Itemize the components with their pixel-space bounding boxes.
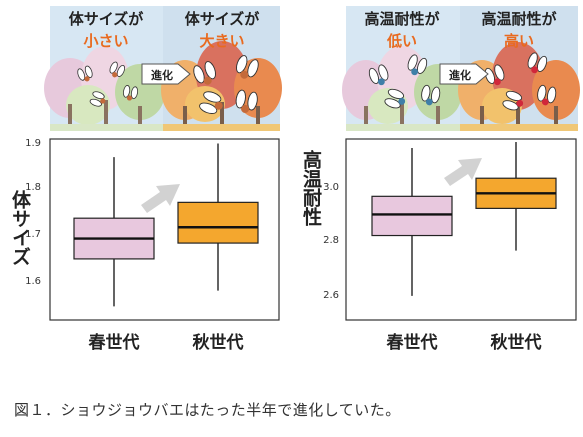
- right-ytick-label: 2.6: [323, 290, 339, 301]
- left-autumn-box: [177, 201, 259, 244]
- left-ylabel: 体サイズ: [9, 189, 31, 266]
- left-xtick-label: 秋世代: [193, 332, 244, 353]
- right-ylabel: 高温耐性: [300, 149, 322, 227]
- right-before-value: 低い: [386, 32, 417, 50]
- left-ytick-label: 1.7: [25, 229, 41, 240]
- fly-blue-icon: [407, 54, 428, 76]
- right-chart: 高温耐性 2.6 2.8 3.0 春世代 秋世代: [300, 138, 577, 353]
- left-after-value: 大きい: [199, 32, 244, 50]
- fly-small-icon: [109, 61, 126, 78]
- left-chart: 体サイズ 1.6 1.7 1.8 1.9 春世代 秋世代: [9, 138, 280, 353]
- fly-large-icon: [235, 89, 258, 113]
- left-box-autumn: [177, 143, 259, 291]
- right-after-value: 高い: [504, 32, 534, 50]
- fly-small-icon: [77, 65, 93, 82]
- left-after-title: 体サイズが: [185, 10, 261, 28]
- fly-large-icon: [236, 55, 259, 79]
- left-arrow-label: 進化: [151, 68, 173, 82]
- right-ytick-label: 3.0: [323, 182, 339, 193]
- fly-blue-icon: [384, 88, 406, 109]
- fly-red-icon: [484, 64, 505, 86]
- fly-large-icon: [199, 91, 223, 114]
- left-before-value: 小さい: [83, 32, 128, 50]
- right-after-title: 高温耐性が: [481, 10, 557, 28]
- left-ytick-label: 1.6: [25, 276, 41, 287]
- right-box-spring: [371, 148, 453, 296]
- fly-large-icon: [193, 61, 216, 85]
- left-spring-panel: 体サイズが 小さい: [44, 6, 165, 131]
- figure-caption: 図１．ショウジョウバエはたった半年で進化していた。: [14, 401, 401, 419]
- left-xtick-label: 春世代: [89, 332, 140, 353]
- left-trend-arrow: [141, 184, 180, 213]
- right-xtick-label: 春世代: [387, 332, 438, 353]
- left-illustration: 体サイズが 小さい: [44, 6, 282, 131]
- right-illustration: 高温耐性が 低い: [342, 6, 580, 131]
- right-trend-arrow: [444, 158, 482, 186]
- left-before-title: 体サイズが: [69, 10, 145, 28]
- left-ytick-label: 1.9: [25, 138, 41, 149]
- right-xtick-label: 秋世代: [491, 332, 542, 353]
- fly-small-icon: [89, 91, 106, 107]
- fly-small-icon: [123, 85, 138, 101]
- fly-red-icon: [502, 90, 524, 111]
- right-ytick-label: 2.8: [323, 235, 339, 246]
- right-spring-box: [371, 195, 453, 237]
- fly-red-icon: [527, 52, 548, 74]
- fly-red-icon: [537, 84, 557, 106]
- right-before-title: 高温耐性が: [364, 10, 440, 28]
- left-box-spring: [73, 157, 155, 307]
- right-arrow-label: 進化: [449, 68, 471, 82]
- right-spring-panel: 高温耐性が 低い: [342, 6, 462, 131]
- left-ytick-label: 1.8: [25, 182, 41, 193]
- left-evolution-arrow: 進化: [141, 63, 191, 85]
- fly-blue-icon: [421, 84, 441, 106]
- right-box-autumn: [475, 142, 557, 251]
- right-autumn-panel: 高温耐性が 高い: [458, 6, 580, 131]
- fly-blue-icon: [368, 64, 389, 86]
- right-evolution-arrow: 進化: [439, 63, 489, 85]
